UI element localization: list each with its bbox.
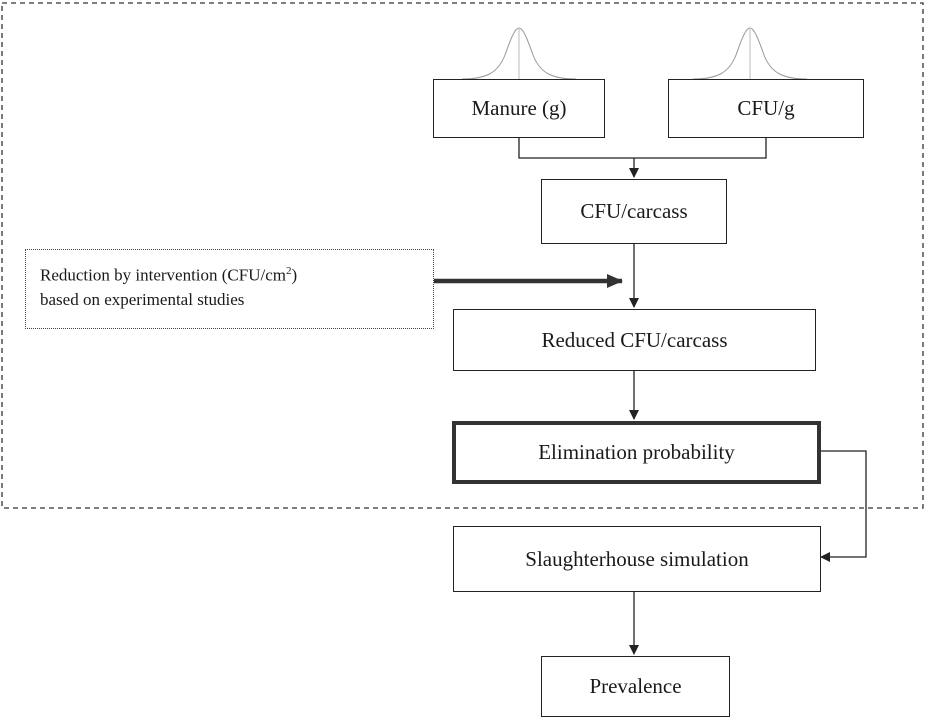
elimination-probability-label: Elimination probability [538, 440, 735, 464]
cfu-per-gram-label: CFU/g [737, 96, 795, 120]
prevalence-label: Prevalence [589, 674, 682, 698]
cfu-carcass-box: CFU/carcass [541, 179, 727, 244]
intervention-note: Reduction by intervention (CFU/cm2) base… [25, 249, 434, 329]
cfu-carcass-label: CFU/carcass [580, 199, 688, 223]
reduced-cfu-carcass-box: Reduced CFU/carcass [453, 309, 816, 371]
connector-manure-merge [518, 138, 634, 159]
cfu-per-gram-box: CFU/g [668, 79, 864, 138]
manure-label: Manure (g) [471, 96, 567, 120]
elimination-probability-box: Elimination probability [452, 421, 821, 484]
intervention-line-2: based on experimental studies [40, 289, 245, 309]
manure-box: Manure (g) [433, 79, 605, 138]
distribution-curve-manure-icon [461, 27, 577, 80]
model-boundary-frame [1, 2, 924, 509]
distribution-curve-cfu-icon [692, 27, 808, 80]
reduced-cfu-carcass-label: Reduced CFU/carcass [541, 327, 728, 352]
slaughterhouse-simulation-label: Slaughterhouse simulation [525, 546, 749, 571]
prevalence-box: Prevalence [541, 656, 730, 717]
slaughterhouse-simulation-box: Slaughterhouse simulation [453, 526, 821, 592]
intervention-line-1: Reduction by intervention (CFU/cm2) [40, 265, 298, 285]
arrow-to-slaughterhouse [820, 450, 867, 562]
connector-cfu-merge [634, 138, 767, 159]
